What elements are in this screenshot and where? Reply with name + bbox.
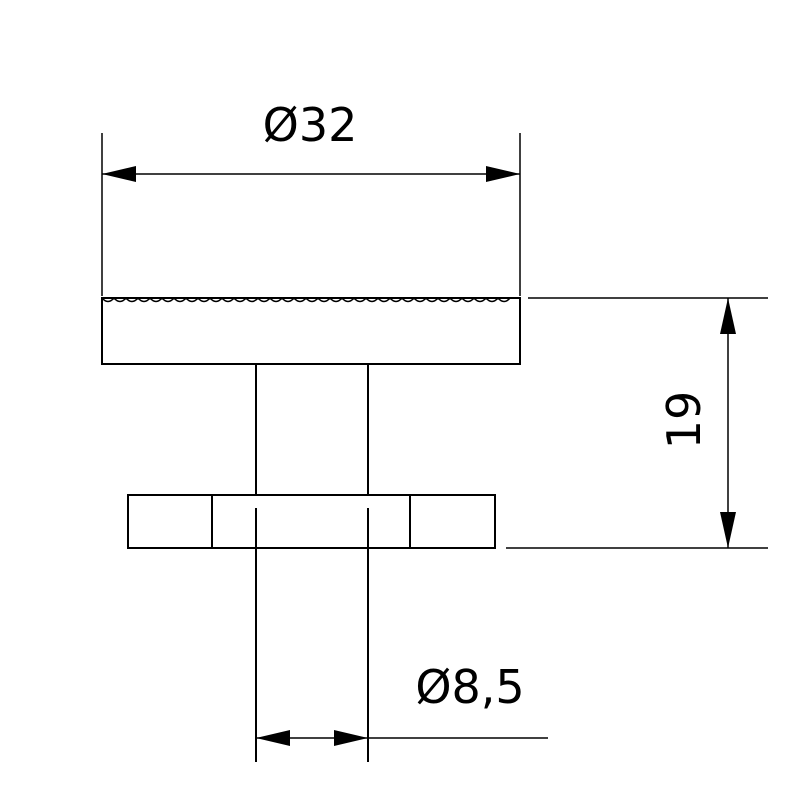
arrowhead-top	[720, 298, 736, 334]
dimension-label-shaft-diameter: Ø8,5	[415, 660, 524, 714]
knurl-pattern	[101, 296, 511, 303]
dimension-shaft-diameter: Ø8,5	[256, 660, 548, 746]
dimension-label-head-diameter: Ø32	[263, 98, 358, 152]
dimension-label-height: 19	[657, 391, 711, 450]
arrowhead-bottom	[720, 512, 736, 548]
arrowhead-right	[334, 730, 368, 746]
washer	[127, 494, 496, 549]
arrowhead-left	[256, 730, 290, 746]
shaft	[255, 364, 369, 762]
arrowhead-right	[486, 166, 520, 182]
dimension-head-diameter: Ø32	[101, 98, 521, 296]
dimension-height: 19	[506, 297, 768, 549]
knurled-head	[101, 296, 521, 365]
arrowhead-left	[102, 166, 136, 182]
